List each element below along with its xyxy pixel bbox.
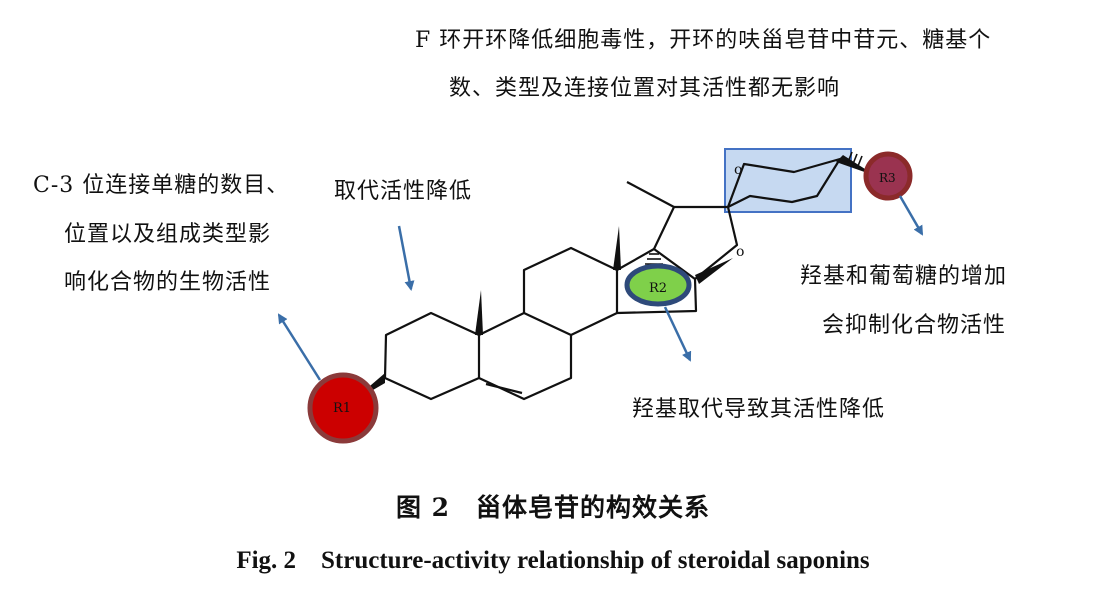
annotation-arrows: [277, 195, 924, 381]
ring-f: [726, 157, 842, 208]
wedge-c19-methyl: [475, 290, 483, 335]
r2-label: R2: [649, 281, 667, 296]
r1-label: R1: [333, 401, 351, 416]
ring-f-highlight-border: [724, 148, 852, 213]
wedge-c16-o: [695, 258, 733, 284]
ring-a: [383, 311, 481, 401]
figure-caption-cn: 图 2 甾体皂苷的构效关系: [395, 493, 711, 522]
oxygen-ring-e-label: o: [736, 244, 744, 260]
ring-c: [522, 246, 619, 336]
figure-caption-en: Fig. 2 Structure-activity relationship o…: [236, 547, 870, 574]
f-ring-note-line2: 数、类型及连接位置对其活性都无影响: [449, 76, 841, 101]
r3-note-line1: 羟基和葡萄糖的增加: [800, 264, 1008, 289]
f-ring-note-line1: F 环开环降低细胞毒性，开环的呋甾皂苷中苷元、糖基个: [415, 28, 992, 53]
c3-note-line2: 位置以及组成类型影: [64, 222, 272, 247]
hash-bond-c25: [847, 151, 863, 167]
c3-note-line3: 响化合物的生物活性: [64, 270, 272, 295]
r1-marker-ring: [307, 372, 379, 444]
arrow-r1-to-c3-note: [277, 313, 322, 381]
r3-marker-ring: [863, 151, 913, 201]
r3-label: R3: [879, 171, 896, 185]
r3-note-line2: 会抑制化合物活性: [822, 313, 1007, 338]
substitution-note: 取代活性降低: [334, 179, 473, 204]
c3-note-line1: C-3 位连接单糖的数目、: [33, 173, 290, 198]
r1-substituent-marker: [310, 375, 376, 441]
methyl-c21: [626, 181, 675, 208]
arrow-r3-to-note: [898, 195, 924, 236]
ring-f-highlight-box: [725, 149, 851, 212]
steroid-skeleton: [383, 157, 842, 401]
ring-b: [478, 311, 573, 401]
r3-substituent-marker: [866, 154, 910, 198]
arrow-r2-to-note: [663, 306, 692, 362]
oxygen-ring-f-label: o: [734, 162, 742, 178]
wedge-c18-methyl: [613, 226, 621, 270]
r2-marker-ring: [624, 263, 692, 307]
hash-bond-c14: [645, 253, 663, 265]
double-bond-c5-c6: [485, 382, 523, 395]
r2-substituent-marker: [627, 266, 689, 304]
arrow-substitution-to-ring: [397, 225, 415, 291]
r2-note: 羟基取代导致其活性降低: [632, 397, 886, 422]
